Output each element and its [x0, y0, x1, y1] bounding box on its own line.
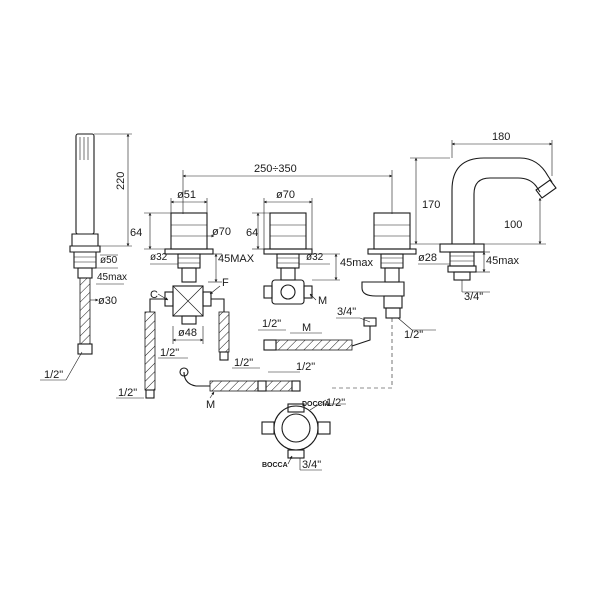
- center-valve-m-label: M: [318, 295, 327, 307]
- right-valve-top-connection-label: 3/4": [337, 306, 356, 318]
- diverter: DOCCIA 1/2" BOCCA 3/4": [261, 397, 346, 471]
- left-valve-body-diameter-label: ø48: [178, 327, 197, 339]
- left-valve-shank-diameter-label: ø32: [150, 252, 168, 263]
- spacing-label: 250÷350: [254, 163, 297, 175]
- valve-spacing-dimension: 250÷350: [182, 163, 393, 214]
- bottom-hoses: 1/2" 1/2" M: [179, 357, 315, 411]
- right-valve-bottom-connection-label: 1/2": [404, 329, 423, 341]
- bottom-hose-right-connection-label: 1/2": [296, 361, 315, 373]
- right-valve: 3/4" 1/2": [330, 212, 436, 389]
- diverter-shower-label: DOCCIA: [302, 401, 330, 408]
- cold-label: C: [150, 289, 158, 301]
- left-valve-top-diameter-label: ø51: [177, 189, 196, 201]
- center-valve-max-depth-label: 45max: [340, 257, 374, 269]
- center-valve-shank-diameter-label: ø32: [306, 252, 324, 263]
- spout-height-label: 170: [422, 199, 440, 211]
- diverter-spout-connection-label: 3/4": [302, 459, 321, 471]
- middle-hose: M 1/2": [258, 318, 371, 351]
- spout-width-label: 180: [492, 131, 510, 143]
- left-valve-height-label: 64: [130, 227, 142, 239]
- shower-handle: 220 ø50 45max ø30 1/2": [40, 133, 132, 381]
- left-valve-outlet-2-label: 1/2": [118, 387, 137, 399]
- diverter-shower-connection-label: 1/2": [326, 397, 345, 409]
- shower-hose-diameter-label: ø30: [98, 295, 117, 307]
- left-valve: ø51 64 ø70 ø32 45MAX C F ø48: [116, 189, 255, 399]
- shower-max-depth-label: 45max: [97, 272, 127, 283]
- spout-outlet-height-label: 100: [504, 219, 522, 231]
- shower-connection-label: 1/2": [44, 369, 63, 381]
- center-valve-height-label: 64: [246, 227, 258, 239]
- spout: 180 170 100 ø28 45max 3/4": [410, 131, 557, 303]
- spout-max-depth-label: 45max: [486, 255, 520, 267]
- spout-connection-label: 3/4": [464, 291, 483, 303]
- spout-shank-diameter-label: ø28: [418, 252, 437, 264]
- middle-hose-connection-label: 1/2": [262, 318, 281, 330]
- left-valve-max-depth-label: 45MAX: [218, 253, 255, 265]
- left-valve-rosette-diameter-label: ø70: [212, 226, 231, 238]
- shower-base-diameter-label: ø50: [100, 255, 118, 266]
- shower-height-label: 220: [115, 172, 127, 190]
- center-valve-top-diameter-label: ø70: [276, 189, 295, 201]
- hot-label: F: [222, 277, 229, 289]
- diverter-spout-label: BOCCA: [262, 462, 288, 469]
- bottom-hose-left-connection-label: 1/2": [234, 357, 253, 369]
- left-valve-outlet-1-label: 1/2": [160, 347, 179, 359]
- bottom-hose-m-label: M: [206, 399, 215, 411]
- center-valve: ø70 64 ø32 45max M: [246, 189, 374, 307]
- middle-hose-m-label: M: [302, 322, 311, 334]
